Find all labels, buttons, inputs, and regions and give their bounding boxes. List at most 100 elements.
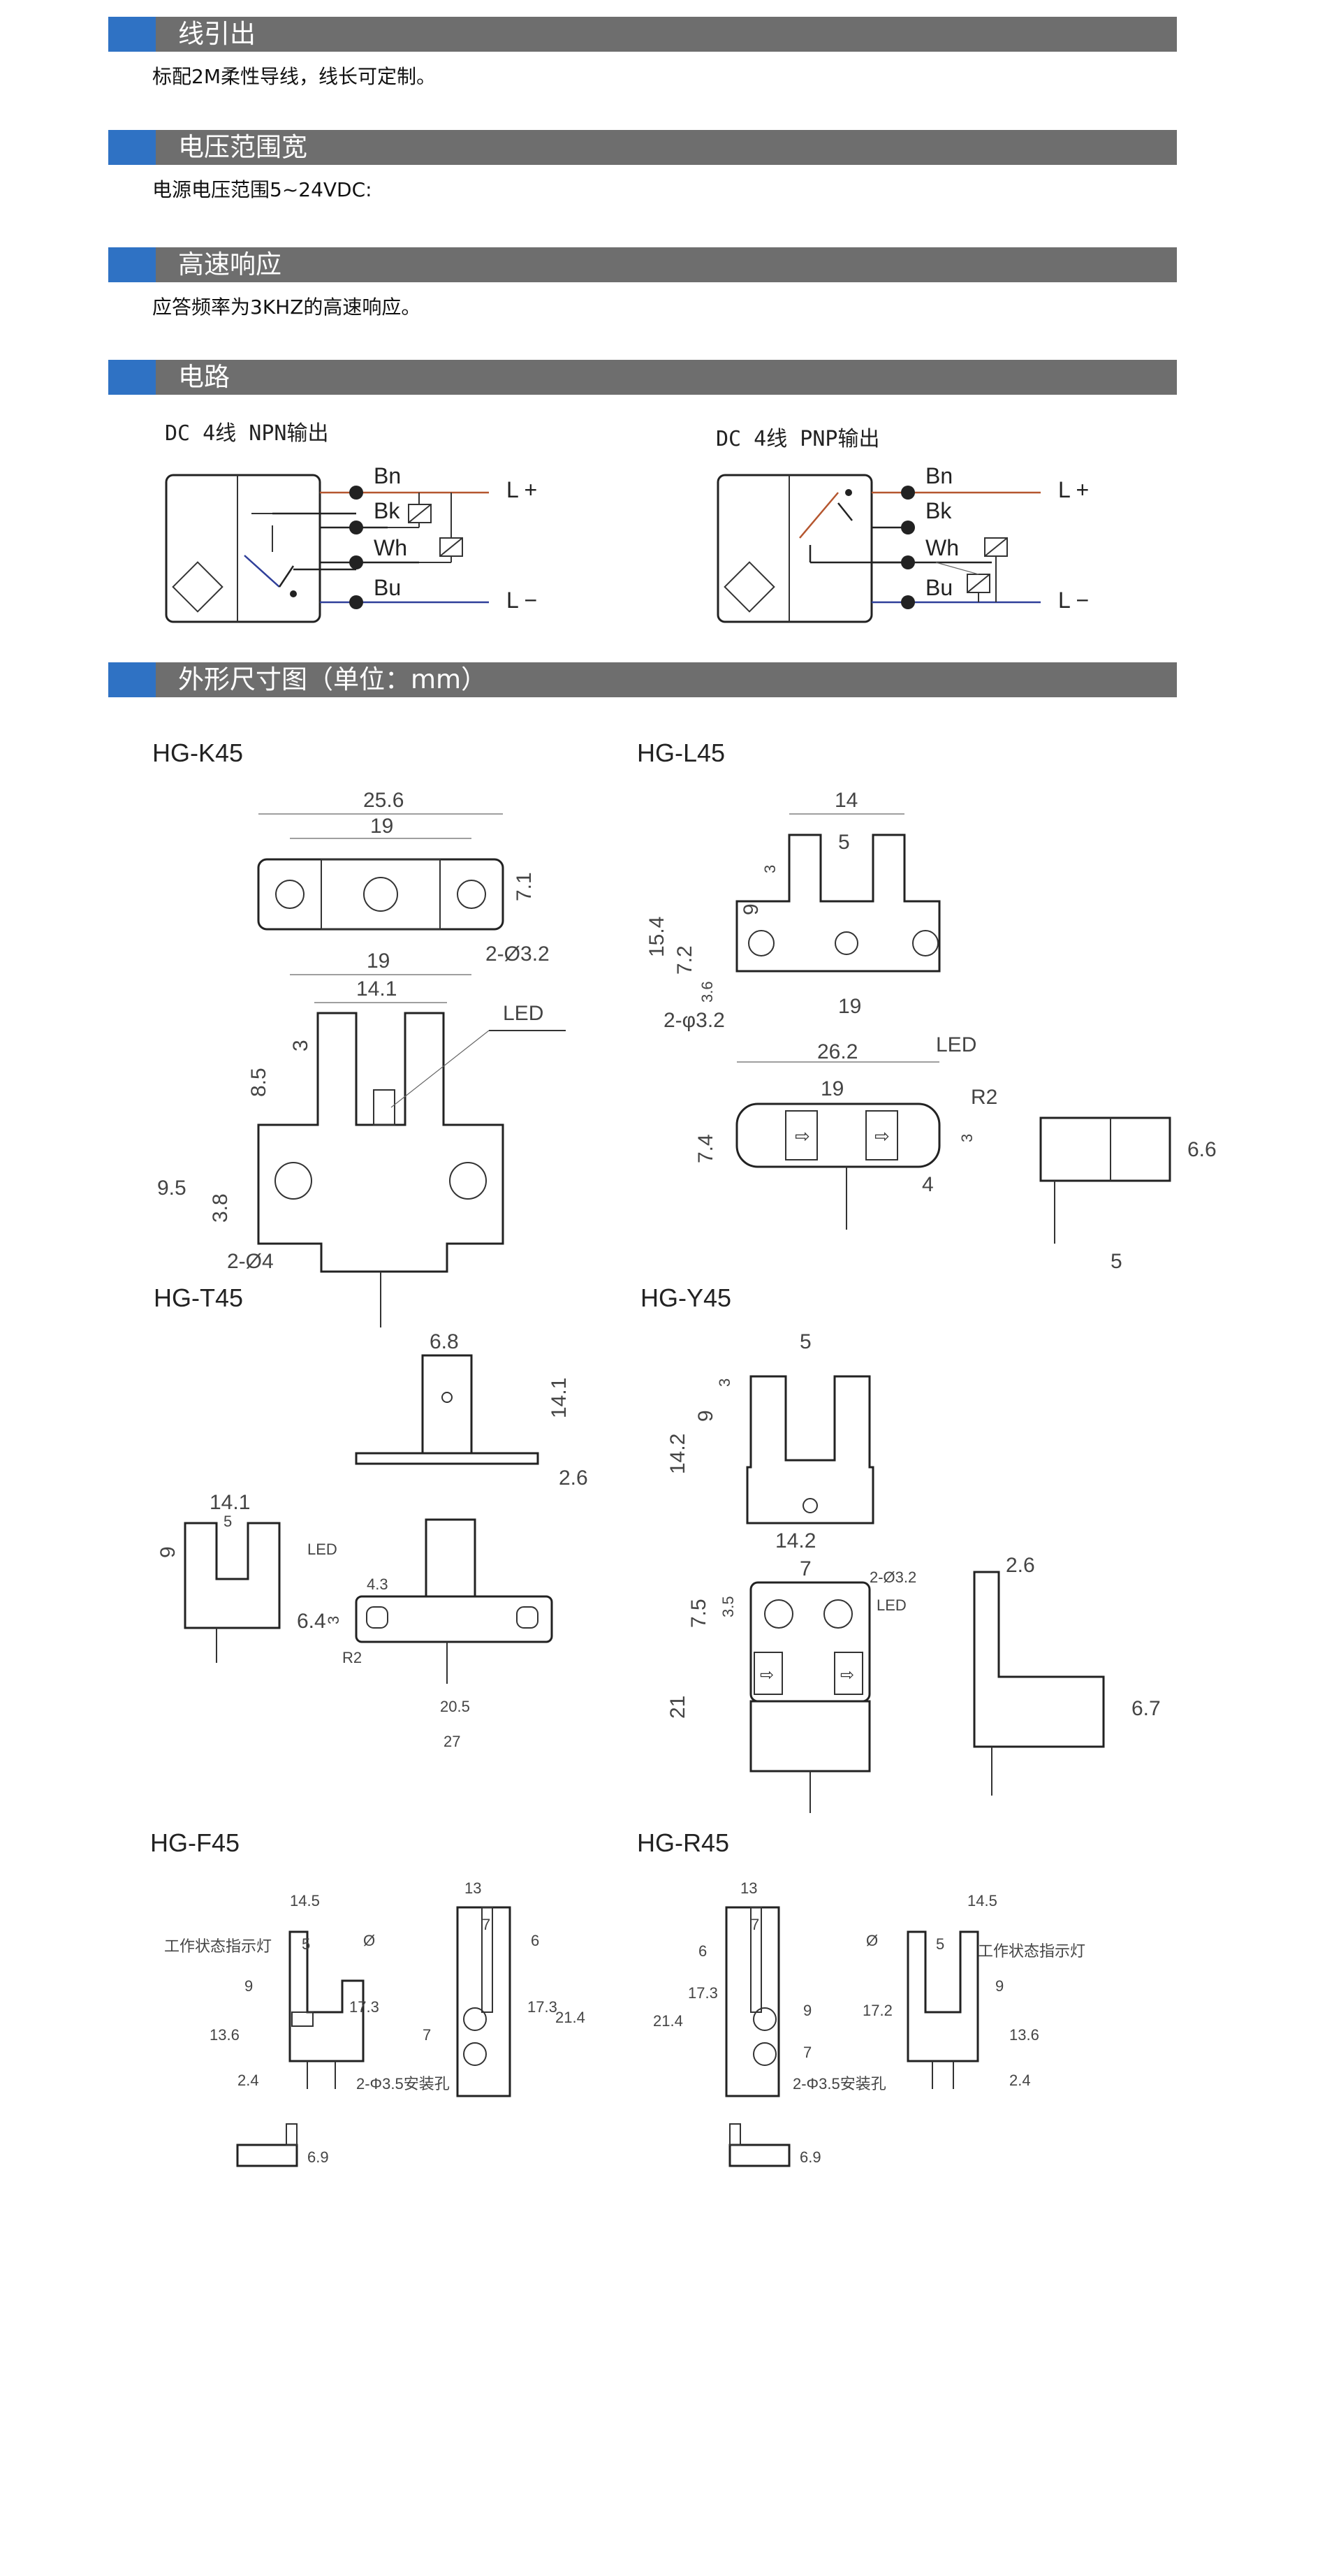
svg-text:7.1: 7.1: [513, 872, 536, 901]
svg-text:26.2: 26.2: [817, 1040, 858, 1063]
svg-text:14.2: 14.2: [666, 1434, 689, 1474]
section-header-circuit: 电路: [108, 360, 1177, 395]
svg-text:14.1: 14.1: [548, 1378, 571, 1418]
svg-text:7.2: 7.2: [673, 945, 696, 975]
svg-text:7: 7: [800, 1557, 812, 1580]
model-name: HG-Y45: [640, 1283, 731, 1312]
svg-text:5: 5: [800, 1330, 812, 1353]
section-title: 电压范围宽: [178, 132, 307, 162]
svg-text:3.6: 3.6: [698, 981, 716, 1003]
model-name: HG-T45: [154, 1283, 243, 1312]
svg-text:19: 19: [838, 995, 861, 1018]
section-accent: [108, 662, 156, 697]
svg-text:L +: L +: [506, 477, 537, 502]
svg-text:5: 5: [224, 1513, 232, 1530]
model-name: HG-R45: [637, 1828, 729, 1857]
svg-text:17.2: 17.2: [863, 2002, 893, 2019]
svg-text:6.9: 6.9: [307, 2148, 329, 2166]
svg-text:2.6: 2.6: [1006, 1554, 1035, 1577]
model-name: HG-K45: [152, 738, 243, 767]
pnp-circuit: DC 4线 PNP输出 Bn Bk Wh Bu L + L −: [716, 427, 1089, 623]
svg-text:9: 9: [244, 1977, 253, 1995]
svg-text:R2: R2: [971, 1086, 997, 1109]
sensor-body: [165, 474, 321, 623]
svg-text:14.5: 14.5: [290, 1892, 320, 1909]
svg-text:19: 19: [821, 1077, 844, 1100]
svg-text:L −: L −: [1058, 588, 1089, 613]
svg-text:7.4: 7.4: [694, 1134, 717, 1163]
model-hg-l45: HG-L45 14 5 3 9 15.4 7.2 3.6 2-φ3.2 19 2…: [637, 738, 1217, 1273]
svg-text:2-Ø4: 2-Ø4: [227, 1250, 274, 1273]
svg-text:7: 7: [751, 1916, 759, 1933]
svg-text:3.5: 3.5: [719, 1596, 737, 1617]
svg-text:⇨: ⇨: [795, 1126, 810, 1147]
svg-text:9: 9: [995, 1977, 1004, 1995]
section-header-dimensions: 外形尺寸图（单位：mm）: [108, 662, 1177, 697]
svg-text:17.3: 17.3: [349, 1998, 379, 2016]
svg-text:6.6: 6.6: [1187, 1138, 1217, 1161]
svg-text:2-φ3.2: 2-φ3.2: [664, 1009, 725, 1032]
svg-text:Ø: Ø: [866, 1932, 878, 1949]
model-hg-r45: HG-R45 13 7 6 17.3 21.4 9 7 2-Φ3.5安装孔 6.…: [637, 1828, 1085, 2167]
svg-text:9: 9: [740, 903, 763, 915]
svg-text:9.5: 9.5: [157, 1177, 186, 1200]
svg-text:4: 4: [922, 1173, 934, 1196]
section-desc: 电源电压范围5~24VDC:: [152, 178, 372, 201]
sensor-icon: [724, 561, 775, 613]
svg-text:LED: LED: [936, 1033, 976, 1056]
svg-text:Wh: Wh: [374, 535, 407, 560]
svg-text:7.5: 7.5: [687, 1599, 710, 1628]
svg-text:工作状态指示灯: 工作状态指示灯: [164, 1937, 272, 1955]
svg-text:5: 5: [302, 1935, 310, 1953]
svg-text:3: 3: [716, 1378, 733, 1387]
section-header-wire: 线引出: [108, 17, 1177, 52]
svg-text:Bn: Bn: [374, 463, 401, 488]
svg-text:2-Ø3.2: 2-Ø3.2: [485, 943, 550, 966]
svg-text:13: 13: [740, 1879, 757, 1897]
model-hg-k45: HG-K45 25.6 19 7.1 2-Ø3.2 19 14.1 LED 3 …: [152, 738, 566, 1327]
dimension-drawings: HG-K45 25.6 19 7.1 2-Ø3.2 19 14.1 LED 3 …: [150, 738, 1217, 2167]
svg-text:Bk: Bk: [374, 498, 400, 523]
model-hg-t45: HG-T45 6.8 14.1 2.6 14.1 5 9 LED 4.3 6.4…: [154, 1283, 588, 1750]
svg-text:5: 5: [1111, 1250, 1122, 1273]
svg-text:Bu: Bu: [925, 575, 953, 600]
svg-text:2-Ø3.2: 2-Ø3.2: [870, 1569, 916, 1586]
section-title: 线引出: [178, 19, 256, 49]
section-title: 外形尺寸图（单位：mm）: [178, 664, 488, 694]
svg-text:9: 9: [156, 1546, 179, 1558]
section-desc: 应答频率为3KHZ的高速响应。: [152, 296, 421, 319]
svg-text:21.4: 21.4: [653, 2012, 683, 2030]
section-header-speed: 高速响应: [108, 247, 1177, 282]
svg-text:⇨: ⇨: [874, 1126, 890, 1147]
svg-text:7: 7: [482, 1916, 490, 1933]
svg-text:3: 3: [958, 1134, 976, 1142]
svg-text:17.3: 17.3: [688, 1984, 718, 2002]
svg-text:6.7: 6.7: [1131, 1697, 1161, 1720]
svg-text:6.9: 6.9: [800, 2148, 821, 2166]
svg-text:2.4: 2.4: [1009, 2072, 1031, 2089]
svg-text:20.5: 20.5: [440, 1698, 470, 1715]
svg-text:27: 27: [444, 1733, 460, 1750]
sensor-icon: [172, 561, 224, 613]
svg-text:4.3: 4.3: [367, 1576, 388, 1593]
model-name: HG-F45: [150, 1828, 240, 1857]
section-accent: [108, 247, 156, 282]
svg-text:14.5: 14.5: [967, 1892, 997, 1909]
svg-text:7: 7: [803, 2044, 812, 2061]
svg-text:14: 14: [835, 789, 858, 812]
svg-text:6: 6: [698, 1942, 707, 1960]
section-desc: 标配2M柔性导线，线长可定制。: [152, 65, 436, 88]
svg-text:6: 6: [531, 1932, 539, 1949]
svg-text:Ø: Ø: [363, 1932, 375, 1949]
model-hg-f45: HG-F45 14.5 5 工作状态指示灯 9 13.6 2.4 17.3 Ø …: [150, 1828, 585, 2167]
svg-text:25.6: 25.6: [363, 789, 404, 812]
svg-text:13.6: 13.6: [210, 2026, 240, 2044]
svg-text:2-Φ3.5安装孔: 2-Φ3.5安装孔: [793, 2075, 886, 2093]
svg-text:21.4: 21.4: [555, 2009, 585, 2026]
svg-text:19: 19: [367, 949, 390, 973]
pnp-title: DC 4线 PNP输出: [716, 427, 880, 451]
svg-text:14.2: 14.2: [775, 1529, 816, 1552]
section-accent: [108, 130, 156, 165]
model-name: HG-L45: [637, 738, 725, 767]
svg-text:LED: LED: [877, 1596, 907, 1614]
